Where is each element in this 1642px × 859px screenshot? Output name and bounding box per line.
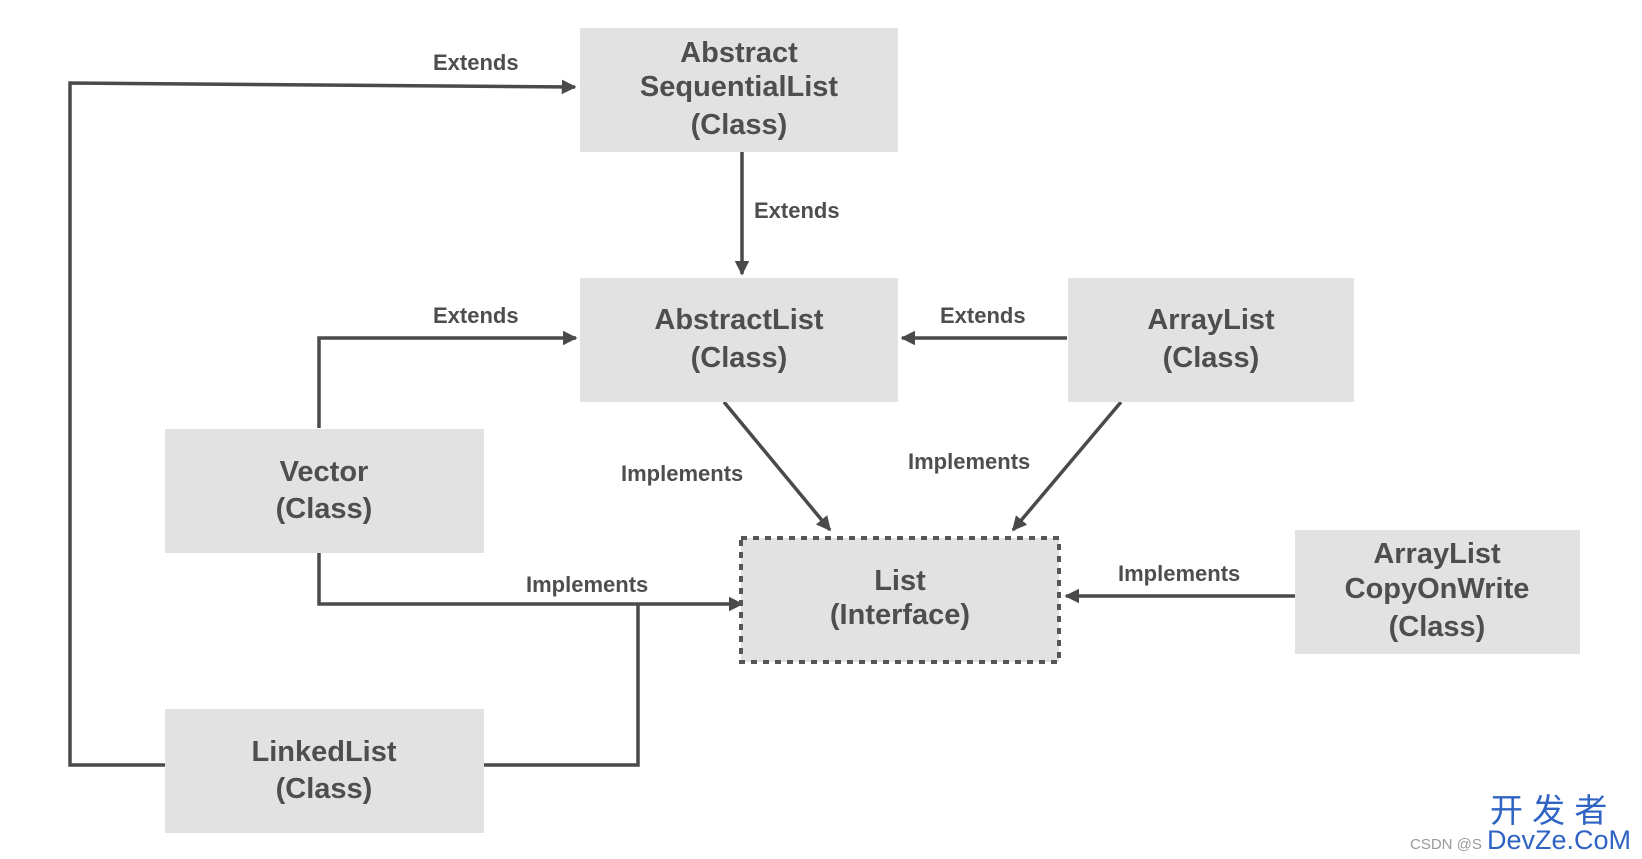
edge-label-cow-implements: Implements xyxy=(1118,561,1240,586)
edge-arraylist-implements-list xyxy=(1011,400,1123,532)
node-label-line1: AbstractList xyxy=(654,304,824,336)
node-list-interface: List (Interface) xyxy=(739,536,1061,664)
edge-label-vector-extends: Extends xyxy=(433,303,519,328)
node-label-line1: LinkedList xyxy=(251,736,396,768)
node-array-list-copy-on-write: ArrayList CopyOnWrite (Class) xyxy=(1295,530,1580,654)
node-linked-list: LinkedList (Class) xyxy=(165,709,484,833)
edge-vector-implements-list xyxy=(317,553,744,612)
node-label-line1: List xyxy=(874,565,926,597)
watermark-brand-cn: 开 发 者 xyxy=(1490,792,1607,829)
watermark-brand-en: DevZe.CoM xyxy=(1487,825,1631,855)
node-label-line2: CopyOnWrite xyxy=(1345,573,1530,605)
edge-label-linkedlist-extends: Extends xyxy=(433,50,519,75)
edge-vector-extends-abstractlist xyxy=(317,330,578,428)
node-vector: Vector (Class) xyxy=(165,429,484,553)
watermark: CSDN @S 开 发 者 DevZe.CoM xyxy=(1410,792,1631,855)
node-label-line1: Abstract xyxy=(680,37,798,69)
node-label-line1: ArrayList xyxy=(1147,304,1275,336)
edge-linkedlist-implements-list xyxy=(484,604,640,767)
node-label-line2: (Class) xyxy=(276,773,373,805)
node-label-line2: SequentialList xyxy=(640,71,839,103)
node-label-line2: (Class) xyxy=(1163,342,1260,374)
node-label-line2: (Interface) xyxy=(830,599,970,631)
node-abstract-sequential-list: Abstract SequentialList (Class) xyxy=(580,28,898,152)
edge-label-arraylist-extends: Extends xyxy=(940,303,1026,328)
node-label-line3: (Class) xyxy=(691,109,788,141)
node-label-line1: Vector xyxy=(280,456,369,488)
edge-label-arraylist-implements: Implements xyxy=(908,449,1030,474)
node-label-line3: (Class) xyxy=(1389,611,1486,643)
edge-label-vector-implements: Implements xyxy=(526,572,648,597)
node-abstract-list: AbstractList (Class) xyxy=(580,278,898,402)
edge-label-abstractlist-implements: Implements xyxy=(621,461,743,486)
edge-label-asl-extends: Extends xyxy=(754,198,840,223)
node-label-line2: (Class) xyxy=(691,342,788,374)
node-array-list: ArrayList (Class) xyxy=(1068,278,1354,402)
edge-linkedlist-extends-abstractsequentiallist xyxy=(68,79,577,767)
watermark-csdn: CSDN @S xyxy=(1410,836,1482,853)
node-label-line1: ArrayList xyxy=(1373,538,1501,570)
edge-abstractlist-implements-list xyxy=(722,400,832,532)
node-label-line2: (Class) xyxy=(276,493,373,525)
